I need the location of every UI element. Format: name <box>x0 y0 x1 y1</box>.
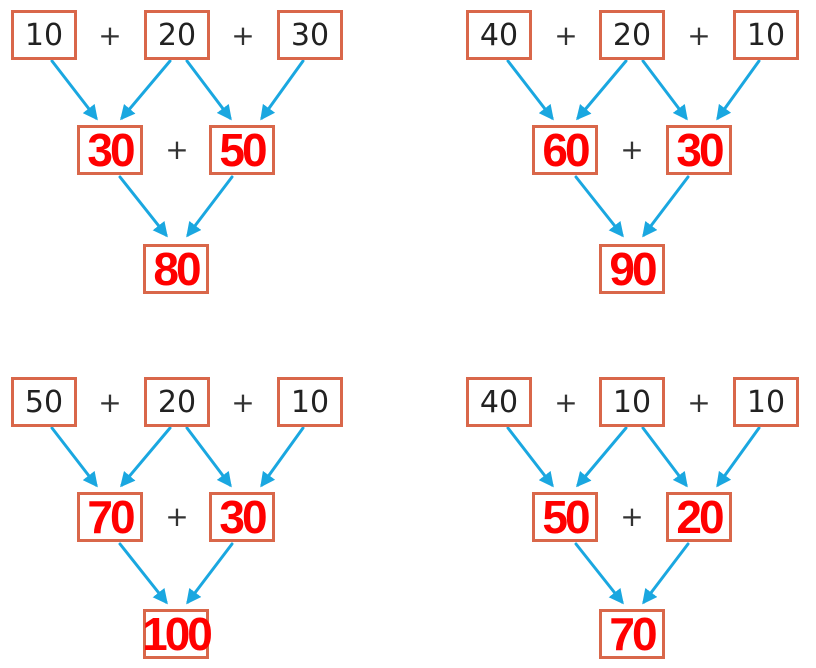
plus-sign: + <box>165 132 189 166</box>
plus-sign: + <box>620 132 644 166</box>
arrow-3 <box>186 542 234 605</box>
result-sum: 80 <box>153 243 201 295</box>
result-sum: 100 <box>142 608 213 660</box>
partial-sum-box: 50 <box>209 125 275 175</box>
arrow-1 <box>50 59 98 121</box>
arrow-3 <box>120 426 172 488</box>
input-number: 10 <box>746 384 786 420</box>
input-box: 10 <box>11 10 77 60</box>
arrow-2 <box>506 59 554 121</box>
partial-sum-box: 60 <box>532 125 598 175</box>
input-number: 20 <box>612 17 652 53</box>
input-number: 50 <box>24 384 64 420</box>
partial-sum-box: 70 <box>77 492 143 542</box>
partial-sum: 20 <box>676 491 724 543</box>
input-box: 20 <box>144 10 210 60</box>
plus-sign: + <box>554 385 578 419</box>
plus-sign: + <box>231 385 255 419</box>
partial-sum: 30 <box>219 491 267 543</box>
result-box: 100 <box>142 608 213 660</box>
arrow-2 <box>574 175 624 238</box>
plus-sign: + <box>231 18 255 52</box>
input-box: 10 <box>599 377 665 427</box>
arrow-2 <box>576 59 628 121</box>
plus-sign: + <box>554 18 578 52</box>
input-number: 10 <box>290 384 330 420</box>
arrow-4 <box>574 542 624 605</box>
input-box: 30 <box>277 10 343 60</box>
result-box: 80 <box>143 244 209 294</box>
plus-sign: + <box>98 385 122 419</box>
input-box: 10 <box>277 377 343 427</box>
arrow-3 <box>185 426 232 488</box>
partial-sum: 30 <box>87 124 135 176</box>
arrow-1 <box>120 59 172 121</box>
partial-sum: 60 <box>542 124 590 176</box>
partial-sum: 70 <box>87 491 135 543</box>
input-number: 30 <box>290 17 330 53</box>
partial-sum-box: 30 <box>77 125 143 175</box>
input-number: 20 <box>157 384 197 420</box>
partial-sum: 50 <box>542 491 590 543</box>
input-box: 20 <box>599 10 665 60</box>
partial-sum-box: 30 <box>666 125 732 175</box>
partial-sum-box: 50 <box>532 492 598 542</box>
arrow-1 <box>260 59 305 121</box>
input-box: 40 <box>466 377 532 427</box>
arrow-4 <box>642 542 690 605</box>
arrow-1 <box>185 59 232 121</box>
arrow-3 <box>50 426 98 488</box>
arrow-1 <box>118 175 168 238</box>
arrow-4 <box>716 426 761 488</box>
partial-sum-box: 30 <box>209 492 275 542</box>
result-sum: 70 <box>609 608 657 660</box>
input-box: 50 <box>11 377 77 427</box>
partial-sum: 30 <box>676 124 724 176</box>
input-number: 20 <box>157 17 197 53</box>
arrow-2 <box>642 175 690 238</box>
plus-sign: + <box>165 499 189 533</box>
result-sum: 90 <box>609 243 657 295</box>
arrow-1 <box>186 175 234 238</box>
input-number: 10 <box>746 17 786 53</box>
plus-sign: + <box>620 499 644 533</box>
input-number: 40 <box>479 17 519 53</box>
arrow-2 <box>716 59 761 121</box>
partial-sum: 50 <box>219 124 267 176</box>
plus-sign: + <box>687 385 711 419</box>
arrow-3 <box>118 542 168 605</box>
input-box: 20 <box>144 377 210 427</box>
arrow-4 <box>576 426 628 488</box>
result-box: 90 <box>599 244 665 294</box>
arrow-4 <box>506 426 554 488</box>
input-number: 40 <box>479 384 519 420</box>
arrow-2 <box>641 59 688 121</box>
plus-sign: + <box>687 18 711 52</box>
input-box: 10 <box>733 10 799 60</box>
result-box: 70 <box>599 609 665 659</box>
input-number: 10 <box>612 384 652 420</box>
input-number: 10 <box>24 17 64 53</box>
input-box: 40 <box>466 10 532 60</box>
arrow-4 <box>641 426 688 488</box>
plus-sign: + <box>98 18 122 52</box>
partial-sum-box: 20 <box>666 492 732 542</box>
input-box: 10 <box>733 377 799 427</box>
arrow-3 <box>260 426 305 488</box>
